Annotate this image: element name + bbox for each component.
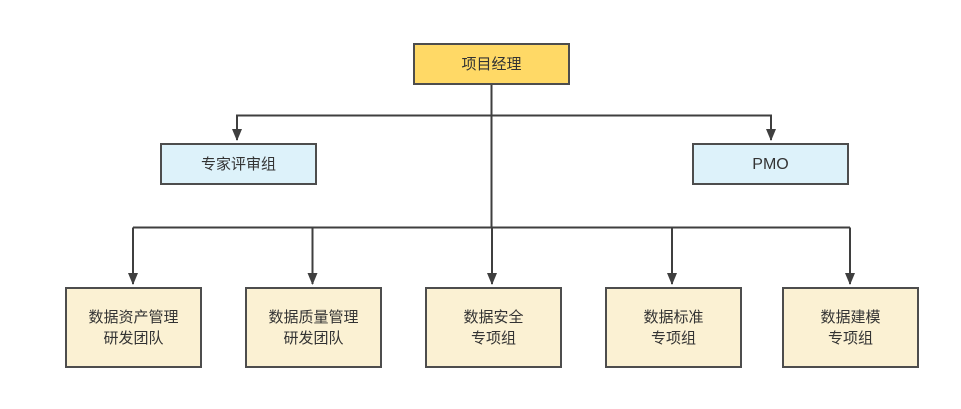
node-data-quality-management-team: 数据质量管理 研发团队 [245, 287, 382, 368]
node-data-security-group: 数据安全 专项组 [425, 287, 562, 368]
edge-root-review [232, 114, 492, 141]
edge-root-pmo [491, 114, 776, 141]
node-data-modeling-group: 数据建模 专项组 [782, 287, 919, 368]
node-pmo: PMO [692, 143, 849, 185]
node-project-manager: 项目经理 [413, 43, 570, 85]
node-data-asset-management-team: 数据资产管理 研发团队 [65, 287, 202, 368]
node-data-standards-group: 数据标准 专项组 [605, 287, 742, 368]
node-expert-review-group: 专家评审组 [160, 143, 317, 185]
